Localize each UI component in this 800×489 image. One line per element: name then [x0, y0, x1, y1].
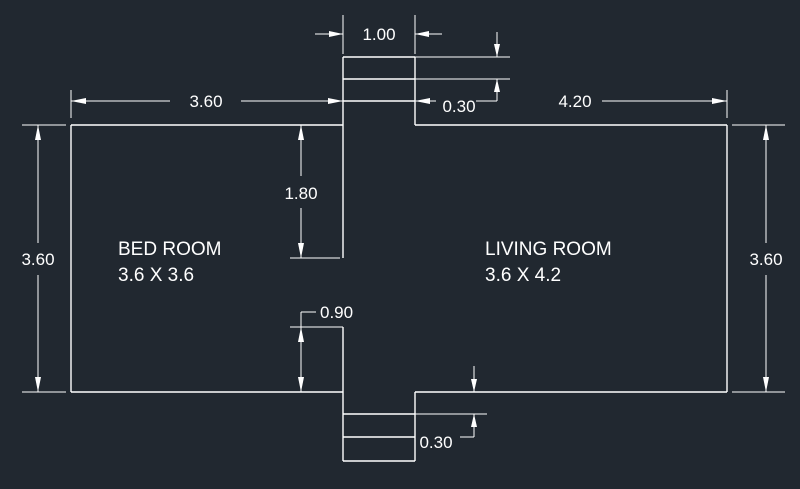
bedroom-size: 3.6 X 3.6 [118, 265, 194, 286]
dim-step-bottom-label: 0.30 [419, 433, 452, 452]
dim-step-top-label: 0.30 [442, 97, 475, 116]
living-room-label: LIVING ROOM 3.6 X 4.2 [485, 239, 612, 286]
dim-living-width-label: 4.20 [558, 92, 591, 111]
dim-top-opening: 1.00 [315, 15, 442, 54]
bottom-steps [343, 413, 415, 462]
dim-bedroom-width-label: 3.60 [189, 92, 222, 111]
bedroom-name: BED ROOM [118, 239, 221, 260]
dim-bedroom-width: 3.60 [70, 90, 343, 118]
dim-bedroom-height: 3.60 [21, 124, 66, 393]
bedroom-label: BED ROOM 3.6 X 3.6 [118, 239, 221, 286]
living-room-size: 3.6 X 4.2 [485, 265, 561, 286]
dim-top-opening-label: 1.00 [362, 25, 395, 44]
dim-living-height: 3.60 [732, 124, 785, 393]
dim-wall-lower-label: 0.90 [320, 303, 353, 322]
dim-step-bottom: 0.30 [415, 366, 487, 452]
dim-bedroom-height-label: 3.60 [21, 250, 54, 269]
dim-wall-upper: 1.80 [284, 125, 340, 259]
dim-wall-upper-label: 1.80 [284, 184, 317, 203]
dim-living-width: 4.20 [415, 90, 728, 118]
walls [70, 57, 728, 461]
dim-step-top: 0.30 [415, 32, 510, 116]
dim-living-height-label: 3.60 [749, 250, 782, 269]
dim-wall-lower: 0.90 [290, 303, 353, 392]
living-room-name: LIVING ROOM [485, 239, 612, 260]
top-steps [343, 56, 415, 102]
